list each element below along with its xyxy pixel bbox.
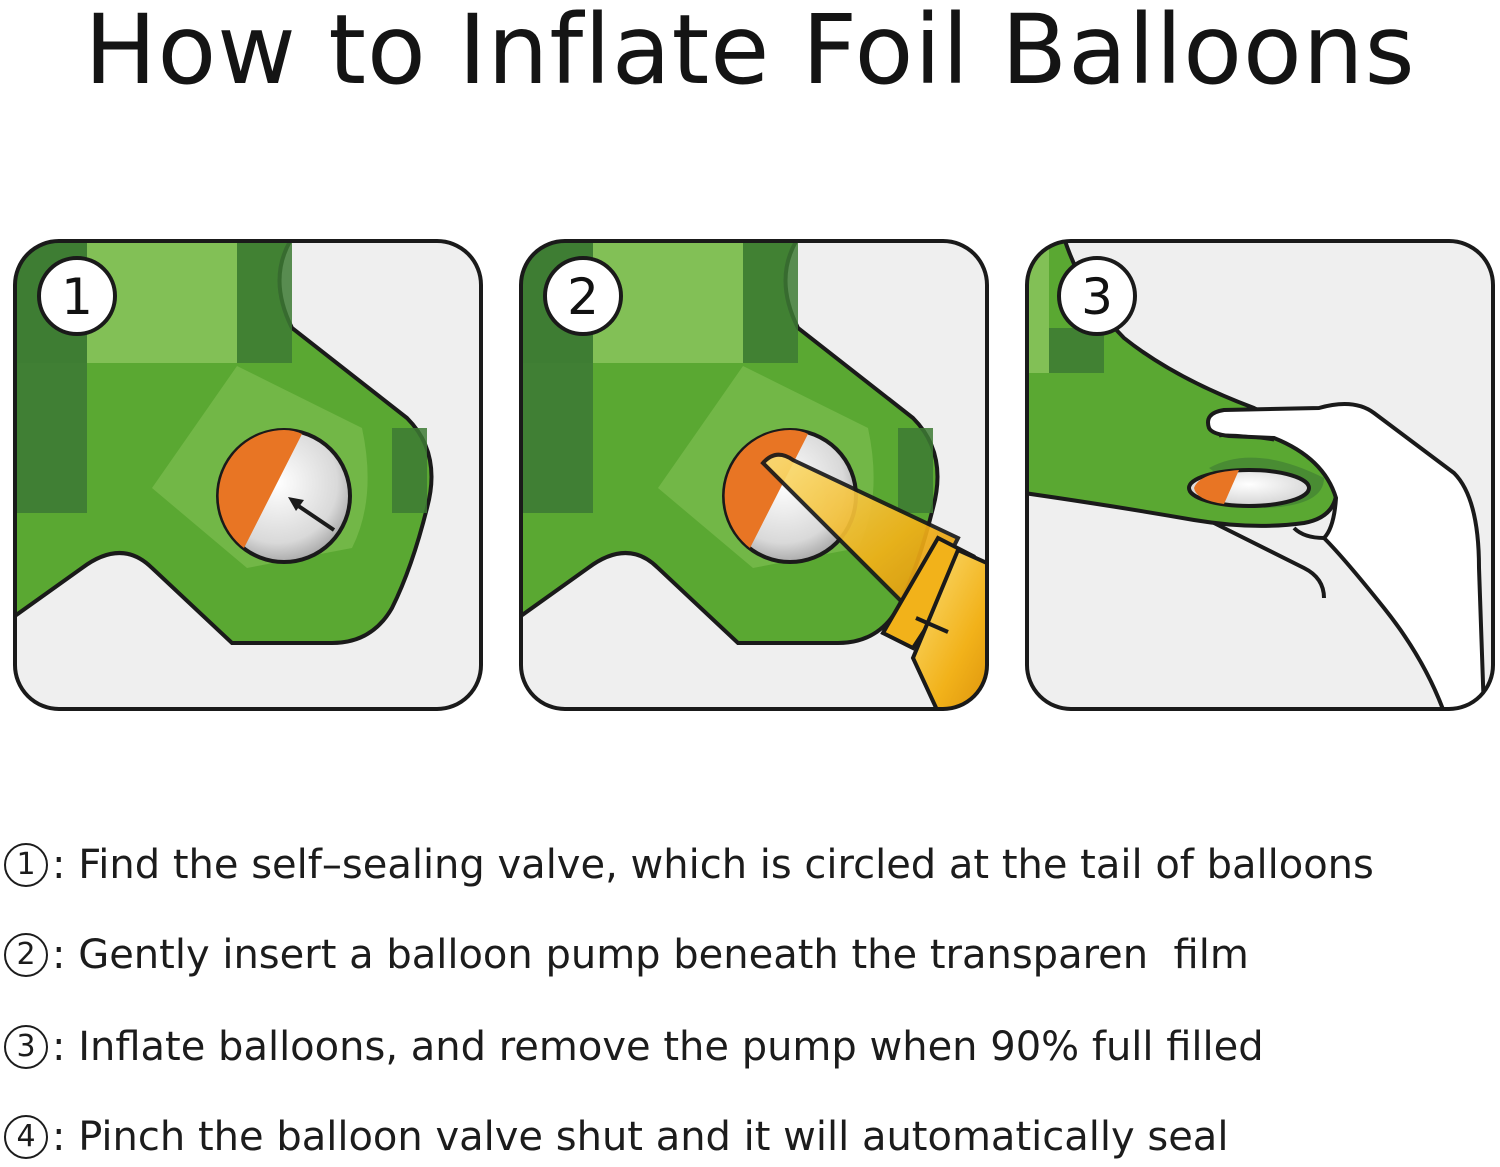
step-number-badge: 4 xyxy=(4,1115,48,1159)
instruction-step-4: 4 : Pinch the balloon valve shut and it … xyxy=(0,1107,1228,1167)
step-2-illustration: 2 xyxy=(518,238,990,712)
step-badge xyxy=(1057,256,1137,336)
page-title: How to Inflate Foil Balloons xyxy=(84,0,1416,106)
step-badge-number: 2 xyxy=(567,268,599,326)
step-badge xyxy=(543,256,623,336)
valve-diagram: 1 xyxy=(13,239,483,711)
step-3-illustration: 3 xyxy=(1024,238,1496,712)
pump-nozzle xyxy=(760,452,961,622)
pinch-seal-diagram: 3 xyxy=(1025,239,1495,711)
step-badge-number: 1 xyxy=(61,268,93,326)
instruction-step-1: 1 : Find the self–sealing valve, which i… xyxy=(0,835,1374,895)
step-badge xyxy=(37,256,117,336)
step-text: : Pinch the balloon valve shut and it wi… xyxy=(52,1114,1229,1160)
step-number-badge: 1 xyxy=(4,843,48,887)
step-text: : Gently insert a balloon pump beneath t… xyxy=(52,932,1249,978)
step-text: : Find the self–sealing valve, which is … xyxy=(52,842,1374,888)
instruction-step-2: 2 : Gently insert a balloon pump beneath… xyxy=(0,925,1249,985)
step-text: : Inflate balloons, and remove the pump … xyxy=(52,1024,1264,1070)
pump-insert-diagram: 2 xyxy=(519,239,989,711)
step-illustrations: 1 xyxy=(12,238,1496,716)
step-badge-number: 3 xyxy=(1081,268,1113,326)
step-number-badge: 3 xyxy=(4,1025,48,1069)
step-1-illustration: 1 xyxy=(12,238,484,712)
hand-icon xyxy=(1206,402,1487,709)
instruction-step-3: 3 : Inflate balloons, and remove the pum… xyxy=(0,1017,1264,1077)
step-number-badge: 2 xyxy=(4,933,48,977)
